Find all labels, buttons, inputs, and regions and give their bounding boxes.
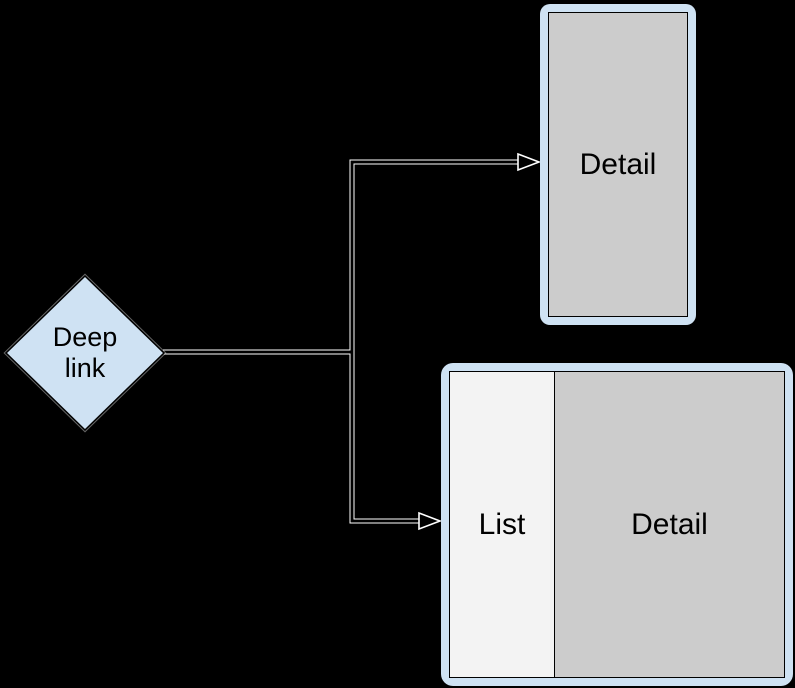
list-detail-screen: List Detail [449, 371, 785, 678]
detail-pane: Detail [549, 13, 687, 316]
list-pane: List [450, 372, 555, 677]
arrowhead-to-list-detail-icon [418, 511, 443, 531]
detail-screen: Detail [548, 12, 688, 317]
deep-link-decision-node [4, 274, 166, 432]
deep-link-node-label: Deep link [52, 322, 118, 383]
arrowhead-to-detail-icon [517, 152, 542, 172]
connector-deep-link-to-detail [163, 160, 518, 354]
detail-screen-frame: Detail [540, 4, 696, 325]
list-detail-screen-frame: List Detail [441, 363, 793, 686]
connector-deep-link-to-list-detail-casing [163, 349, 419, 524]
detail-pane: Detail [555, 372, 784, 677]
connector-deep-link-to-list-detail [163, 350, 419, 523]
connector-deep-link-to-detail-casing [163, 159, 518, 355]
